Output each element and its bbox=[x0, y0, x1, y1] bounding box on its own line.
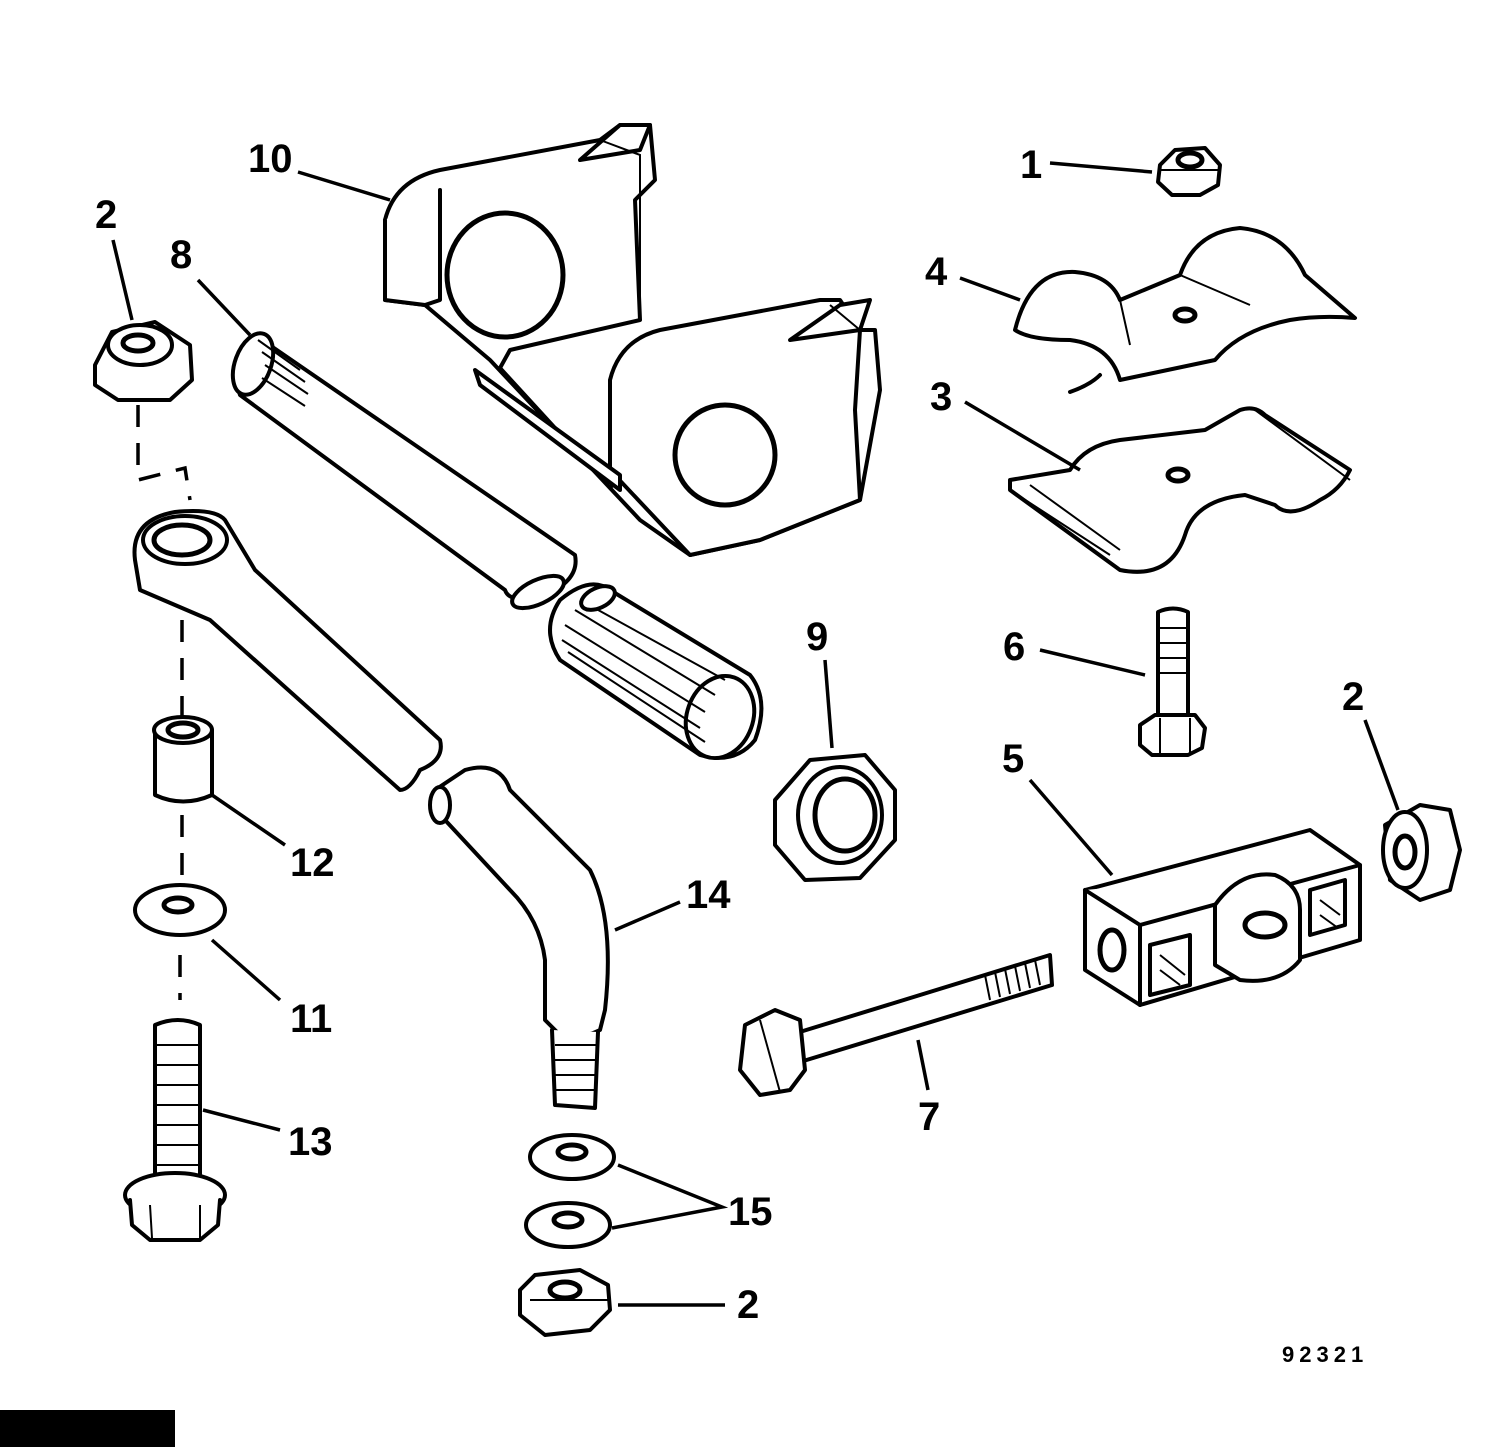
part-10-bracket bbox=[383, 123, 882, 557]
callout-12: 12 bbox=[290, 841, 335, 885]
callout-2-top-left: 2 bbox=[95, 193, 117, 237]
part-6-screw bbox=[1138, 606, 1207, 757]
callout-7: 7 bbox=[918, 1095, 940, 1139]
callout-1: 1 bbox=[1020, 143, 1042, 187]
callout-11: 11 bbox=[290, 997, 332, 1041]
callout-labels: 1 2 2 2 3 4 5 6 7 8 9 10 11 12 13 14 15 bbox=[95, 137, 1364, 1327]
callout-4: 4 bbox=[925, 250, 948, 294]
part-2-nut-right bbox=[1381, 803, 1462, 902]
callout-15: 15 bbox=[728, 1190, 773, 1234]
part-7-long-bolt bbox=[738, 953, 1054, 1097]
part-4-upper-clamp bbox=[1013, 226, 1357, 394]
leader-lines bbox=[111, 161, 1400, 1307]
callout-2-bottom: 2 bbox=[737, 1283, 759, 1327]
part-13-bolt bbox=[123, 1018, 227, 1242]
dashed-assembly-line-lower bbox=[178, 620, 184, 1000]
callout-9: 9 bbox=[806, 615, 828, 659]
callout-10: 10 bbox=[248, 137, 293, 181]
callout-2-right: 2 bbox=[1342, 675, 1364, 719]
callout-8: 8 bbox=[170, 233, 192, 277]
part-8-threaded-tube bbox=[230, 331, 764, 761]
callout-14: 14 bbox=[686, 873, 731, 917]
part-2-nut-top-left bbox=[93, 320, 194, 402]
callout-3: 3 bbox=[930, 375, 952, 419]
part-12-bushing bbox=[152, 715, 214, 804]
callout-5: 5 bbox=[1002, 737, 1024, 781]
callout-6: 6 bbox=[1003, 625, 1025, 669]
black-bar bbox=[0, 1410, 175, 1447]
part-5-block bbox=[1083, 828, 1362, 1007]
part-9-jam-nut bbox=[773, 753, 897, 882]
part-1-nut bbox=[1156, 146, 1222, 197]
part-3-lower-clamp bbox=[1008, 406, 1352, 574]
part-14-link-rod bbox=[132, 509, 610, 1110]
figure-number: 92321 bbox=[1282, 1342, 1368, 1367]
part-15-washers bbox=[524, 1133, 616, 1249]
part-11-washer bbox=[133, 883, 227, 937]
part-2-nut-bottom bbox=[518, 1268, 612, 1337]
callout-13: 13 bbox=[288, 1120, 333, 1164]
dashed-assembly-line-upper bbox=[136, 405, 192, 501]
